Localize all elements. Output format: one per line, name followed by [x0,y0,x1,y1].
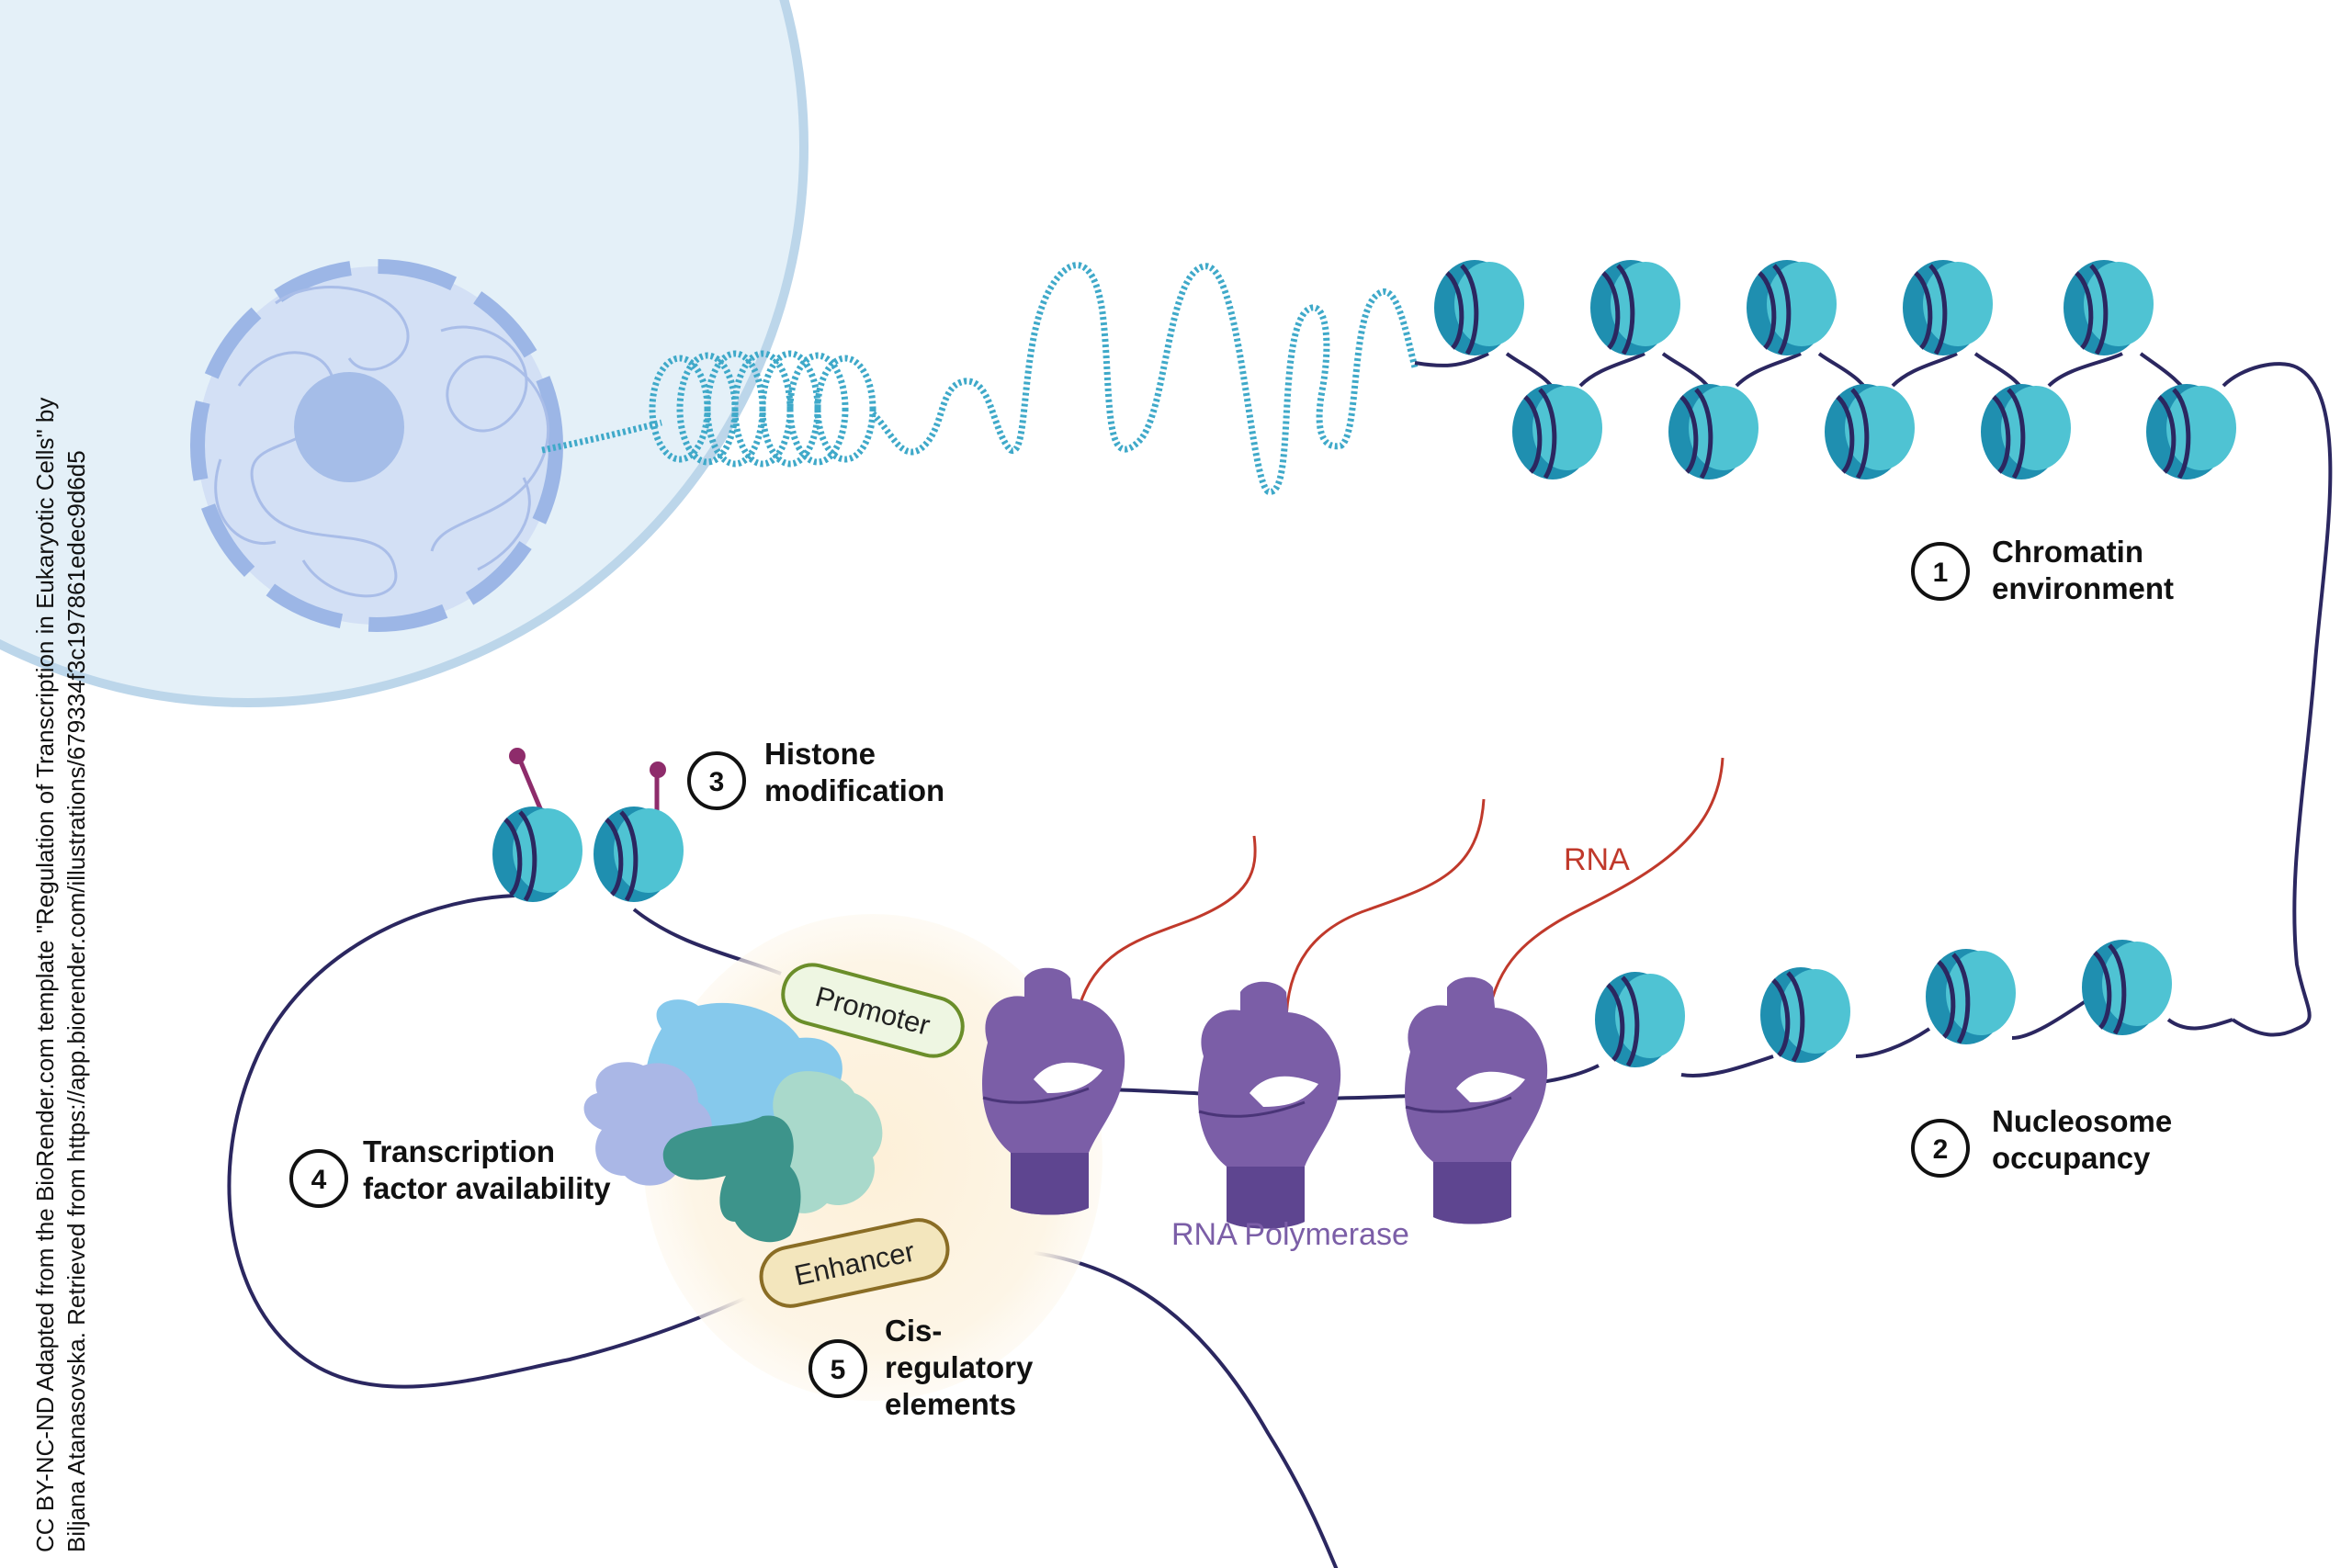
factor-2-callout: 2 Nucleosome occupancy [1911,1104,2172,1178]
transcription-factors [583,999,883,1243]
factor-3-number: 3 [709,767,725,797]
nucleus [190,259,563,632]
factor-1-line-1: Chromatin [1992,535,2143,569]
factor-5-line-1: Cis- [885,1314,942,1348]
factor-3-callout: 3 Histone modification [687,737,944,810]
factor-4-line-2: factor availability [363,1171,611,1205]
credit-text: CC BY-NC-ND Adapted from the BioRender.c… [31,398,90,1552]
chromatin-fiber [541,262,1419,495]
nucleosome-array-lower [1595,940,2172,1067]
factor-1-line-2: environment [1992,571,2174,605]
factor-5-line-2: regulatory [885,1350,1034,1384]
credit-line-2: Biljana Atanasovska. Retrieved from http… [62,450,90,1552]
factor-1-callout: 1 Chromatin environment [1911,535,2174,605]
rna-polymerase-label: RNA Polymerase [1171,1217,1409,1252]
factor-5-line-3: elements [885,1387,1016,1421]
promoter-element: Promoter [781,963,965,1058]
factor-4-number: 4 [311,1165,327,1195]
factor-2-line-1: Nucleosome [1992,1104,2172,1138]
factor-3-line-2: modification [764,773,944,807]
factor-4-callout: 4 Transcription factor availability [289,1134,611,1208]
factor-4-line-1: Transcription [363,1134,555,1168]
modified-nucleosomes [492,748,684,902]
factor-2-line-2: occupancy [1992,1141,2151,1175]
credit-line-1: CC BY-NC-ND Adapted from the BioRender.c… [31,398,59,1552]
factor-5-number: 5 [831,1355,846,1385]
rna-label: RNA [1564,842,1630,877]
factor-2-number: 2 [1933,1134,1949,1165]
nucleosome-array-upper [1434,260,2236,479]
rna-polymerases [980,966,1549,1230]
enhancer-element: Enhancer [759,1218,950,1308]
factor-1-number: 1 [1933,558,1949,588]
factor-3-line-1: Histone [764,737,876,771]
rna-transcripts [1078,757,1724,1025]
factor-5-callout: 5 Cis- regulatory elements [808,1314,1034,1421]
